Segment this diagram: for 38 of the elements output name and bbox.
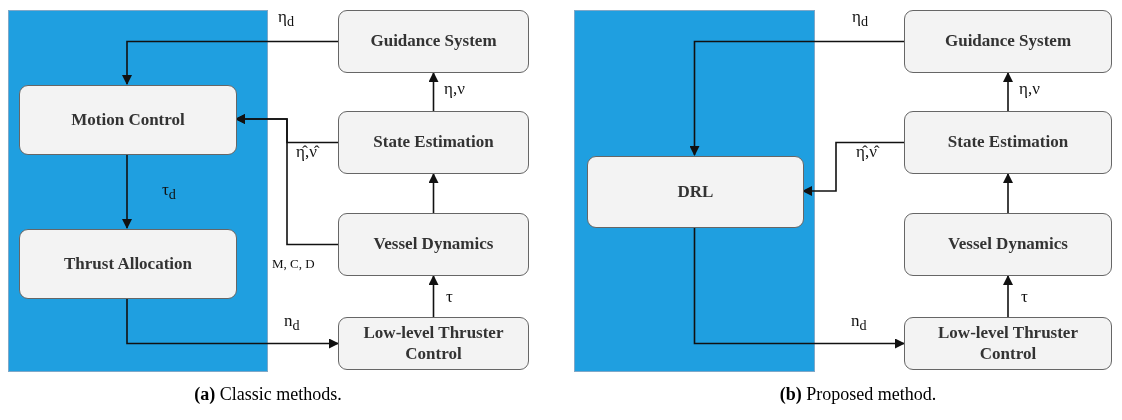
highlight-panel <box>574 10 815 372</box>
arrow <box>1003 173 1013 214</box>
edge-label: η,ν <box>444 80 465 97</box>
process-box: Guidance System <box>338 10 529 73</box>
process-box: Vessel Dynamics <box>904 213 1112 276</box>
edge-label: η$_{d}$ <box>278 8 294 29</box>
edge-label: η$_{d}$ <box>852 8 868 29</box>
arrow <box>126 297 339 349</box>
highlight-panel <box>8 10 268 372</box>
process-box: Low-level Thruster Control <box>338 317 529 370</box>
process-box: Vessel Dynamics <box>338 213 529 276</box>
arrow <box>802 141 905 196</box>
arrow <box>428 72 439 112</box>
figure-caption: (a) Classic methods. <box>194 384 342 405</box>
edge-label: τ <box>1021 288 1028 305</box>
edge-label: M, C, D <box>272 257 315 270</box>
arrow <box>1003 275 1013 318</box>
arrow <box>693 226 905 349</box>
arrow <box>1003 72 1013 112</box>
process-box: Motion Control <box>19 85 237 155</box>
arrow <box>428 173 439 214</box>
process-box: Guidance System <box>904 10 1112 73</box>
process-box: DRL <box>587 156 804 228</box>
edge-label: τ <box>446 288 453 305</box>
arrow <box>122 40 339 85</box>
arrow <box>235 114 339 246</box>
arrow <box>428 275 439 318</box>
edge-label: n$_{d}$ <box>284 312 300 333</box>
process-box: Low-level Thruster Control <box>904 317 1112 370</box>
edge-label: η,ν <box>1019 80 1040 97</box>
arrow <box>122 153 132 229</box>
arrow <box>689 40 905 156</box>
figure-caption: (b) Proposed method. <box>779 384 937 405</box>
process-box: Thrust Allocation <box>19 229 237 299</box>
edge-label: τ$_{d}$ <box>162 181 176 202</box>
edge-label: n$_{d}$ <box>851 312 867 333</box>
process-box: State Estimation <box>338 111 529 174</box>
process-box: State Estimation <box>904 111 1112 174</box>
